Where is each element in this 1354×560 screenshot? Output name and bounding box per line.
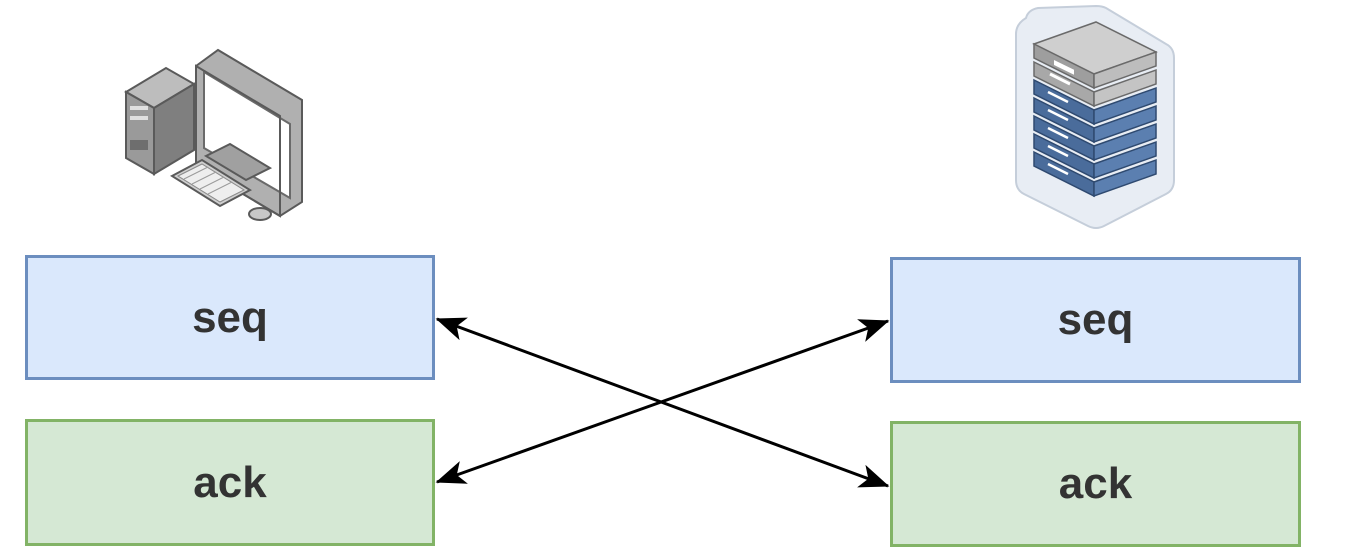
server-rack-icon xyxy=(1015,4,1175,229)
client-ack-box: ack xyxy=(25,419,435,546)
client-ack-label: ack xyxy=(193,457,267,507)
client-seq-label: seq xyxy=(192,292,268,342)
server-ack-box: ack xyxy=(890,421,1301,547)
arrow-client-seq-server-ack xyxy=(435,317,890,488)
arrow-client-ack-server-seq xyxy=(435,319,890,484)
server-seq-label: seq xyxy=(1057,295,1134,344)
desktop-computer-icon xyxy=(124,48,303,221)
server-seq-box: seq xyxy=(890,257,1301,383)
client-seq-box: seq xyxy=(25,255,435,380)
server-ack-label: ack xyxy=(1058,459,1133,508)
